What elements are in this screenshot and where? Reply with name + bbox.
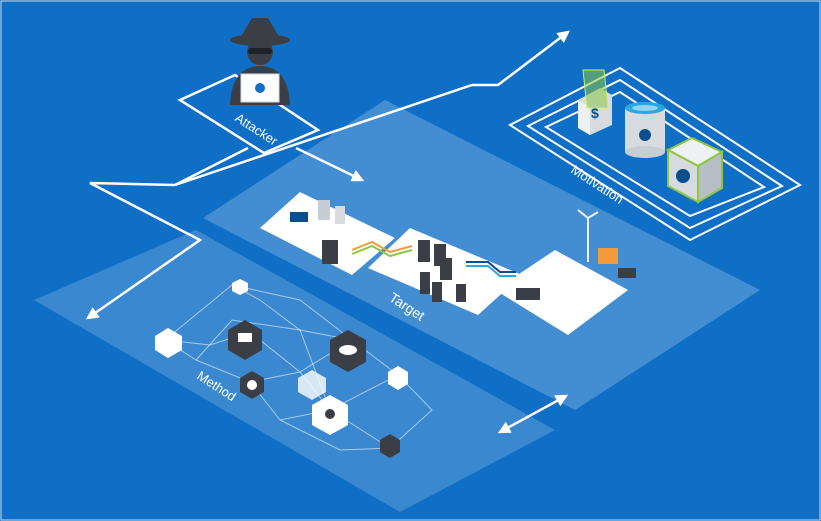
target-cables [351, 240, 516, 277]
device-icon [232, 279, 248, 295]
cloud-icon-node [155, 328, 182, 358]
path-to-method [85, 181, 203, 320]
svg-text:$: $ [591, 105, 599, 121]
connector-lines [85, 30, 570, 434]
wireless-icon [380, 434, 400, 458]
path-to-target [295, 146, 365, 182]
dollar-server-icon: $ [578, 69, 612, 135]
bug-icon [255, 83, 265, 93]
chart-node [298, 370, 326, 400]
database-cloud-icon [625, 102, 665, 158]
method-nodes [155, 279, 408, 458]
target-energy-panel [495, 209, 636, 335]
method-plane [34, 230, 555, 512]
status-node [388, 366, 408, 390]
target-datacenter-panel [368, 228, 522, 315]
globe-server-icon [665, 136, 725, 204]
attacker-icon [230, 18, 290, 105]
target-plant-panel [260, 192, 395, 275]
server-rack-icon [418, 240, 466, 302]
method-network [164, 284, 433, 451]
attacker-frame [177, 73, 321, 155]
target-plane [203, 100, 760, 410]
method-target-link [497, 394, 569, 434]
path-to-motivation [174, 30, 570, 187]
factory-plant-icon [290, 200, 345, 264]
wind-turbine-icon [516, 209, 636, 300]
